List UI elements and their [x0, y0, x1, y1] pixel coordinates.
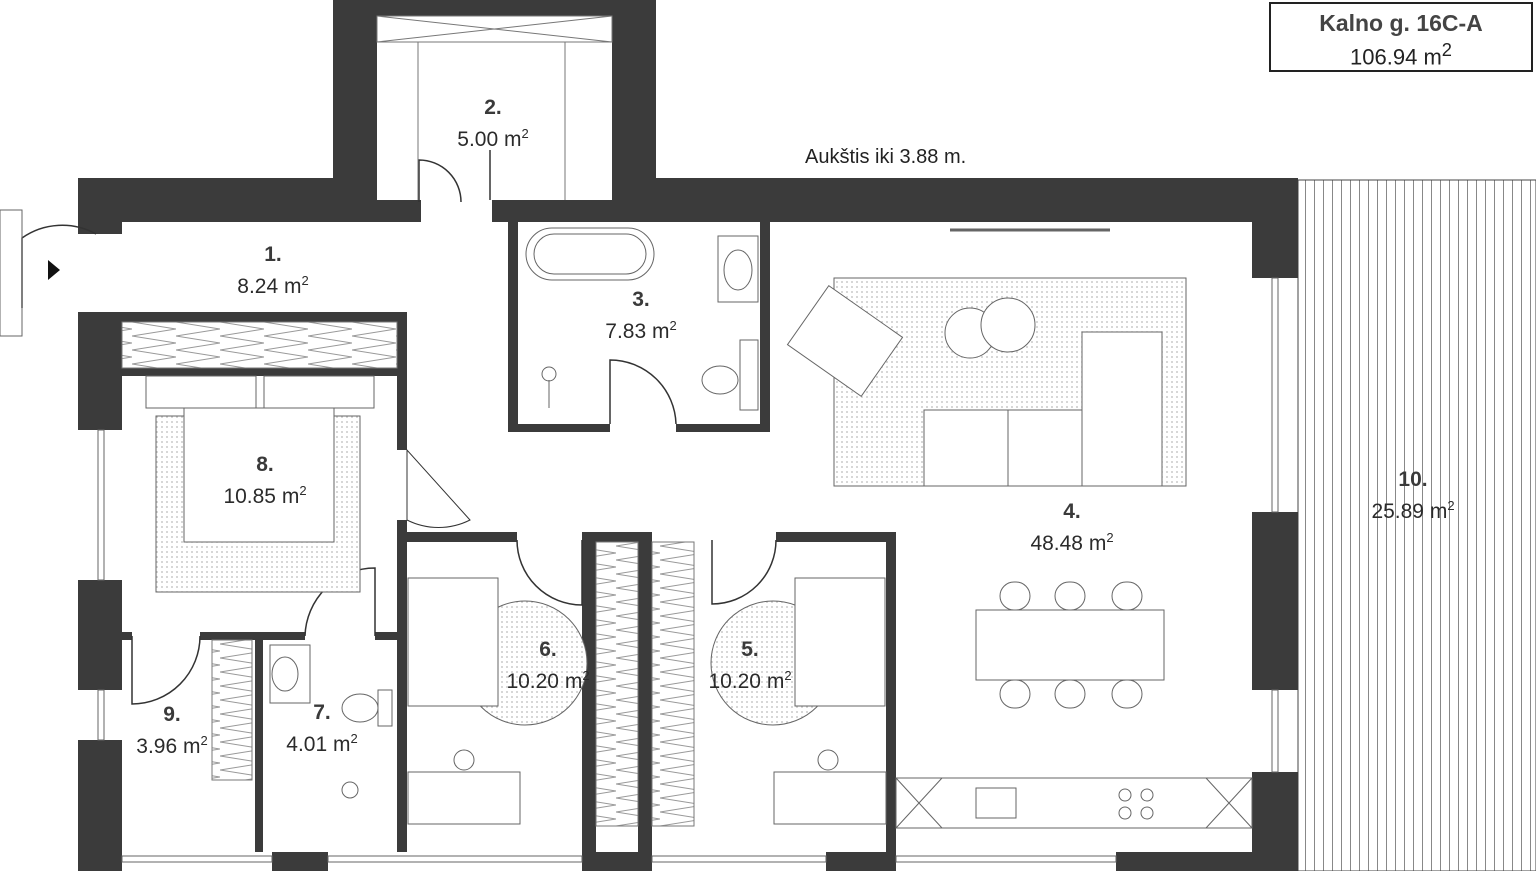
room-label-9: 9.3.96 m2 [136, 703, 208, 758]
bathroom-fixtures [269, 227, 759, 799]
room-label-4: 4.48.48 m2 [1030, 500, 1114, 555]
apartment-total-area: 106.94 m2 [1350, 39, 1452, 70]
room-label-10: 10.25.89 m2 [1371, 468, 1455, 523]
apartment-title-box: Kalno g. 16C-A 106.94 m2 [1269, 2, 1533, 72]
room-label-8: 8.10.85 m2 [223, 453, 307, 508]
terrace-deck [1297, 179, 1536, 871]
room-label-2: 2.5.00 m2 [457, 96, 529, 151]
room-label-5: 5.10.20 m2 [708, 638, 792, 693]
entrance-arrow-icon [48, 260, 60, 280]
room-label-6: 6.10.20 m2 [506, 638, 590, 693]
room-label-3: 3.7.83 m2 [605, 288, 677, 343]
room-label-1: 1.8.24 m2 [237, 243, 309, 298]
bedroom-furniture [145, 375, 887, 825]
living-furniture [786, 228, 1253, 829]
wardrobe-hall [121, 321, 398, 369]
windows [97, 277, 1279, 863]
apartment-address: Kalno g. 16C-A [1319, 10, 1483, 36]
storage-furniture [376, 15, 613, 200]
wardrobe-2 [651, 541, 695, 827]
walls [78, 0, 1298, 871]
room-label-7: 7.4.01 m2 [286, 701, 358, 756]
wardrobe-1 [595, 541, 639, 827]
wardrobe-9 [211, 639, 253, 781]
ceiling-height-note: Aukštis iki 3.88 m. [805, 146, 967, 168]
